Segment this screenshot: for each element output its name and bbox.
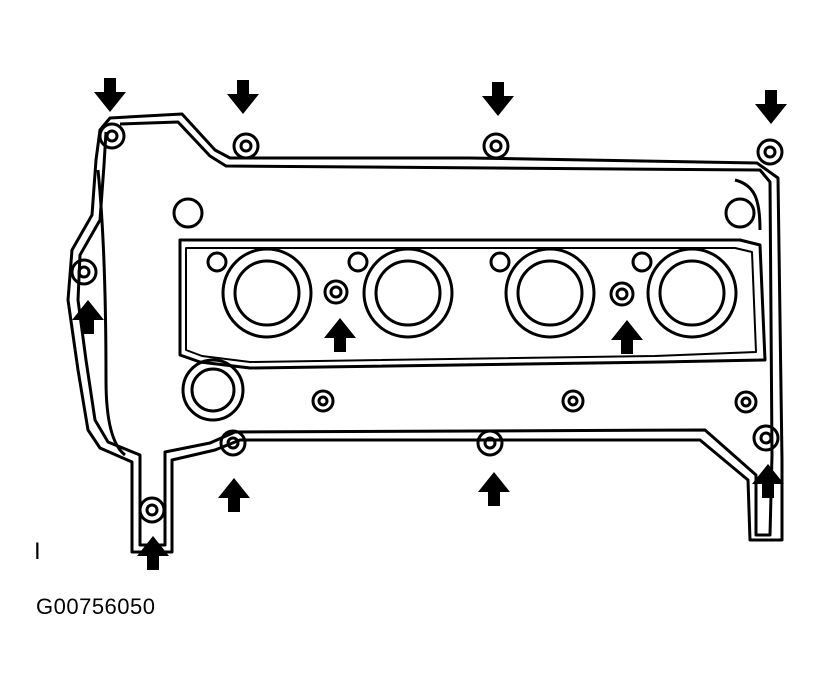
bolt-icon bbox=[311, 389, 335, 413]
bolt-icon bbox=[98, 122, 126, 150]
plug-well-2 bbox=[347, 247, 454, 339]
plug-well-3 bbox=[489, 247, 596, 339]
bolt-icon bbox=[232, 132, 260, 160]
arrow-icon bbox=[94, 78, 126, 112]
bolt-icon bbox=[138, 496, 166, 524]
arrow-icon bbox=[218, 478, 250, 512]
arrow-icon bbox=[72, 300, 104, 334]
right-bend bbox=[734, 178, 762, 231]
cover-outline bbox=[66, 112, 784, 554]
arrow-icon bbox=[755, 90, 787, 124]
bolt-icon bbox=[609, 281, 635, 307]
bolt-icon bbox=[734, 390, 758, 414]
bolt-icon bbox=[70, 258, 98, 286]
arrow-icon bbox=[137, 536, 169, 570]
port-top-right bbox=[724, 197, 756, 229]
bolt-icon bbox=[476, 429, 504, 457]
arrow-icon bbox=[611, 320, 643, 354]
left-edge-curve bbox=[96, 169, 126, 457]
figure-mark: I bbox=[34, 538, 41, 565]
plug-well-4 bbox=[631, 247, 738, 339]
bolt-icon bbox=[323, 279, 349, 305]
plug-rail bbox=[178, 238, 767, 370]
plug-rail-inner bbox=[185, 247, 757, 363]
arrow-icon bbox=[478, 472, 510, 506]
bolt-icon bbox=[219, 429, 247, 457]
arrow-icon bbox=[324, 318, 356, 352]
port-top-left bbox=[172, 197, 204, 229]
bolt-icon bbox=[752, 424, 780, 452]
plug-well-1 bbox=[206, 247, 313, 339]
bolt-icon bbox=[756, 138, 784, 166]
bolt-icon bbox=[482, 132, 510, 160]
arrow-icon bbox=[227, 80, 259, 114]
arrow-icon bbox=[752, 464, 784, 498]
bolt-icon bbox=[561, 389, 585, 413]
arrow-icon bbox=[482, 82, 514, 116]
oil-port-left bbox=[181, 358, 245, 422]
cover-inner-edge bbox=[76, 120, 774, 547]
figure-code: G00756050 bbox=[36, 594, 156, 619]
